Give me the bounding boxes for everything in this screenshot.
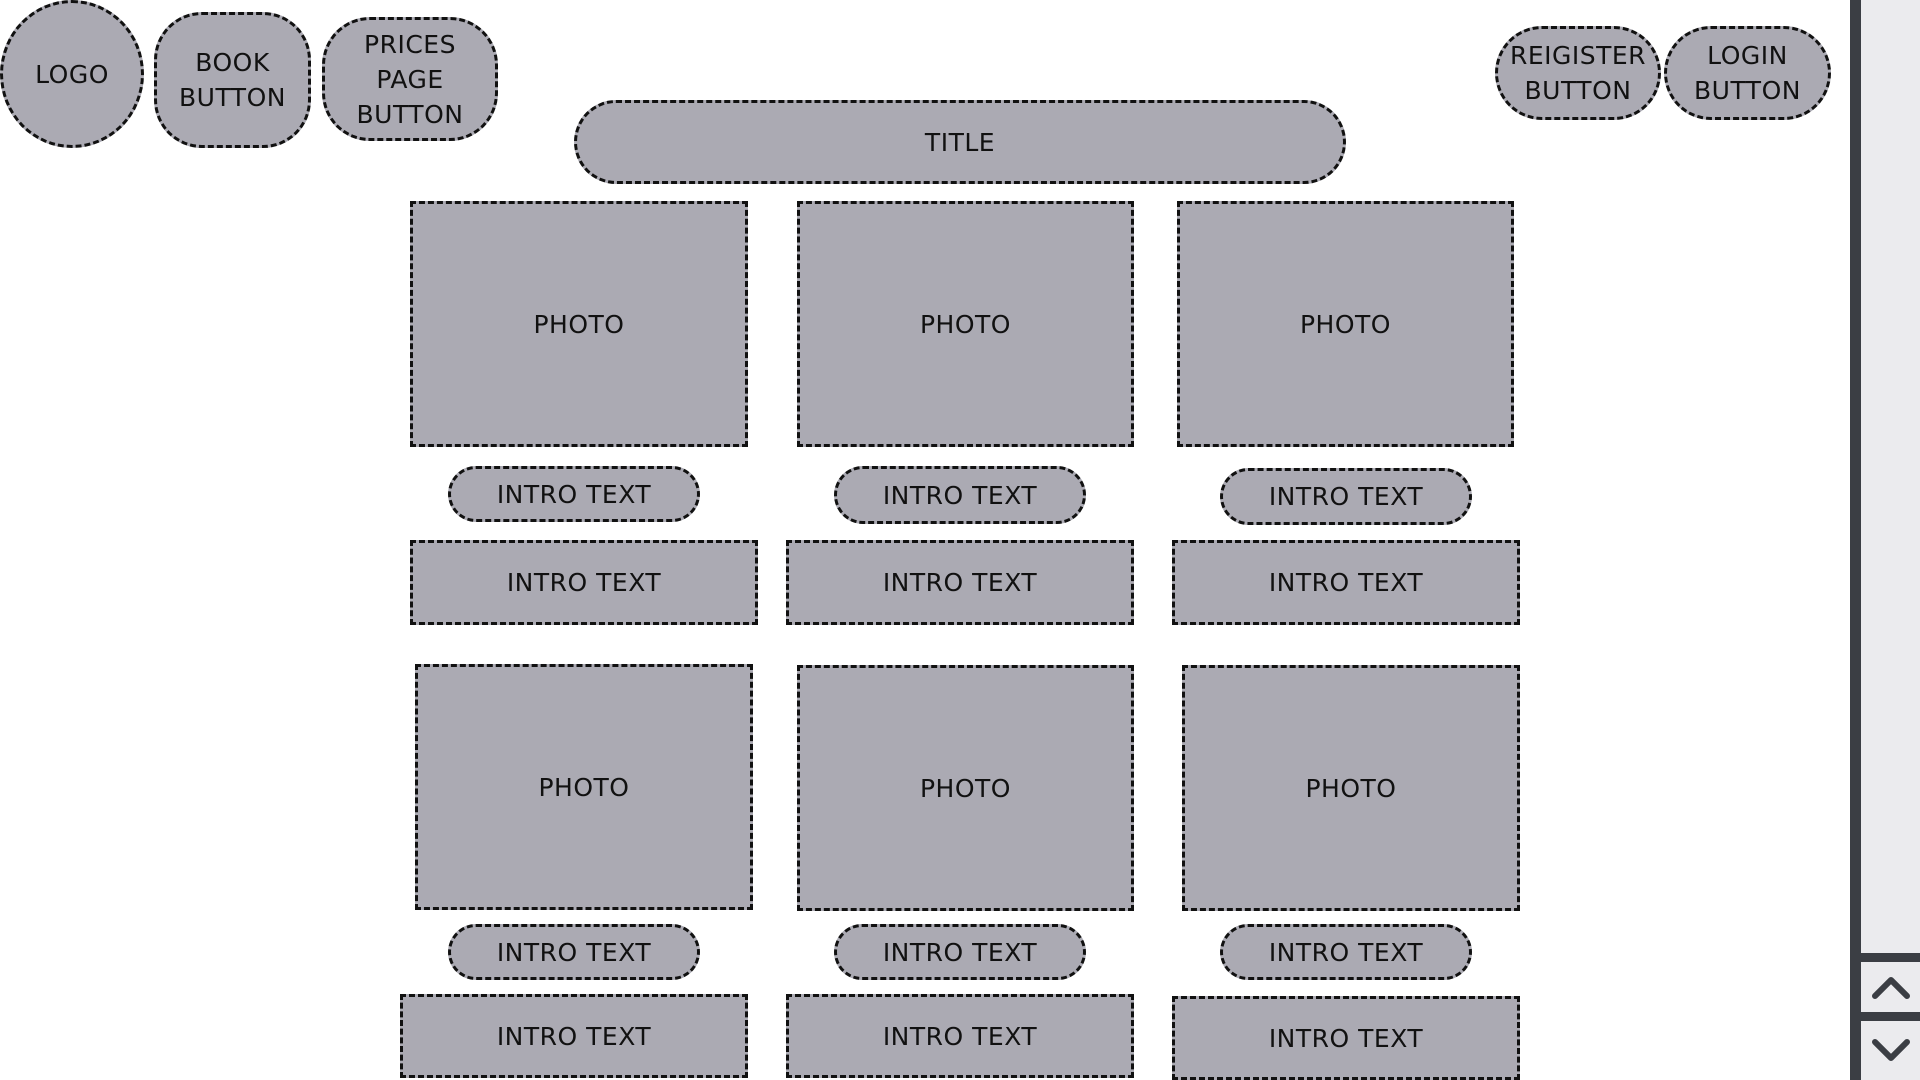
intro-text-label: INTRO TEXT [1268, 1023, 1424, 1053]
logo[interactable]: LOGO [0, 0, 144, 148]
intro-text-pill: INTRO TEXT [1220, 924, 1472, 980]
intro-text-pill: INTRO TEXT [448, 466, 700, 522]
intro-text-label: INTRO TEXT [882, 568, 1038, 597]
chevron-up-icon [1871, 977, 1910, 999]
photo-placeholder: PHOTO [797, 201, 1134, 447]
intro-text-label: INTRO TEXT [1268, 937, 1424, 967]
intro-text-label: INTRO TEXT [496, 1021, 652, 1051]
intro-text-label: INTRO TEXT [506, 568, 662, 597]
intro-text-pill: INTRO TEXT [448, 924, 700, 980]
prices-page-button[interactable]: PRICES PAGE BUTTON [322, 17, 498, 141]
intro-text-label: INTRO TEXT [496, 479, 652, 509]
book-button[interactable]: BOOK BUTTON [154, 12, 311, 148]
prices-button-line-3: BUTTON [356, 99, 464, 129]
intro-text-pill: INTRO TEXT [1220, 468, 1472, 525]
scroll-up-button[interactable] [1861, 962, 1920, 1012]
photo-placeholder: PHOTO [1177, 201, 1514, 447]
scroll-down-button[interactable] [1861, 1021, 1920, 1080]
intro-text-pill: INTRO TEXT [834, 924, 1086, 980]
intro-text-label: INTRO TEXT [882, 480, 1038, 510]
register-button-line-1: REIGISTER [1509, 41, 1647, 70]
book-button-line-1: BOOK [195, 48, 270, 77]
photo-label: PHOTO [533, 309, 625, 339]
intro-text-box: INTRO TEXT [410, 540, 758, 625]
scrollbar-track[interactable] [1861, 0, 1920, 953]
photo-placeholder: PHOTO [410, 201, 748, 447]
photo-placeholder: PHOTO [415, 664, 753, 910]
logo-label: LOGO [35, 59, 109, 89]
register-button[interactable]: REIGISTER BUTTON [1495, 26, 1661, 120]
intro-text-label: INTRO TEXT [1268, 568, 1424, 597]
login-button-line-1: LOGIN [1707, 41, 1788, 70]
intro-text-box: INTRO TEXT [400, 994, 748, 1078]
vertical-scrollbar[interactable] [1850, 0, 1920, 1080]
page-title-label: TITLE [924, 127, 996, 157]
intro-text-box: INTRO TEXT [1172, 540, 1520, 625]
chevron-down-icon [1871, 1038, 1910, 1061]
login-button[interactable]: LOGIN BUTTON [1664, 26, 1831, 120]
login-button-line-2: BUTTON [1694, 76, 1801, 105]
intro-text-label: INTRO TEXT [496, 937, 652, 967]
register-button-line-2: BUTTON [1524, 76, 1632, 105]
page-title: TITLE [574, 100, 1346, 184]
photo-label: PHOTO [538, 772, 630, 802]
prices-button-line-2: PAGE [376, 64, 444, 94]
book-button-line-2: BUTTON [179, 83, 286, 112]
intro-text-box: INTRO TEXT [1172, 996, 1520, 1080]
photo-placeholder: PHOTO [797, 665, 1134, 911]
intro-text-label: INTRO TEXT [882, 937, 1038, 967]
photo-placeholder: PHOTO [1182, 665, 1520, 911]
intro-text-label: INTRO TEXT [1268, 482, 1424, 511]
photo-label: PHOTO [919, 773, 1011, 803]
intro-text-pill: INTRO TEXT [834, 466, 1086, 524]
prices-button-line-1: PRICES [364, 29, 456, 59]
photo-label: PHOTO [1299, 309, 1391, 339]
intro-text-label: INTRO TEXT [882, 1021, 1038, 1051]
photo-label: PHOTO [1305, 773, 1397, 803]
intro-text-box: INTRO TEXT [786, 994, 1134, 1078]
intro-text-box: INTRO TEXT [786, 540, 1134, 625]
photo-label: PHOTO [919, 309, 1011, 339]
